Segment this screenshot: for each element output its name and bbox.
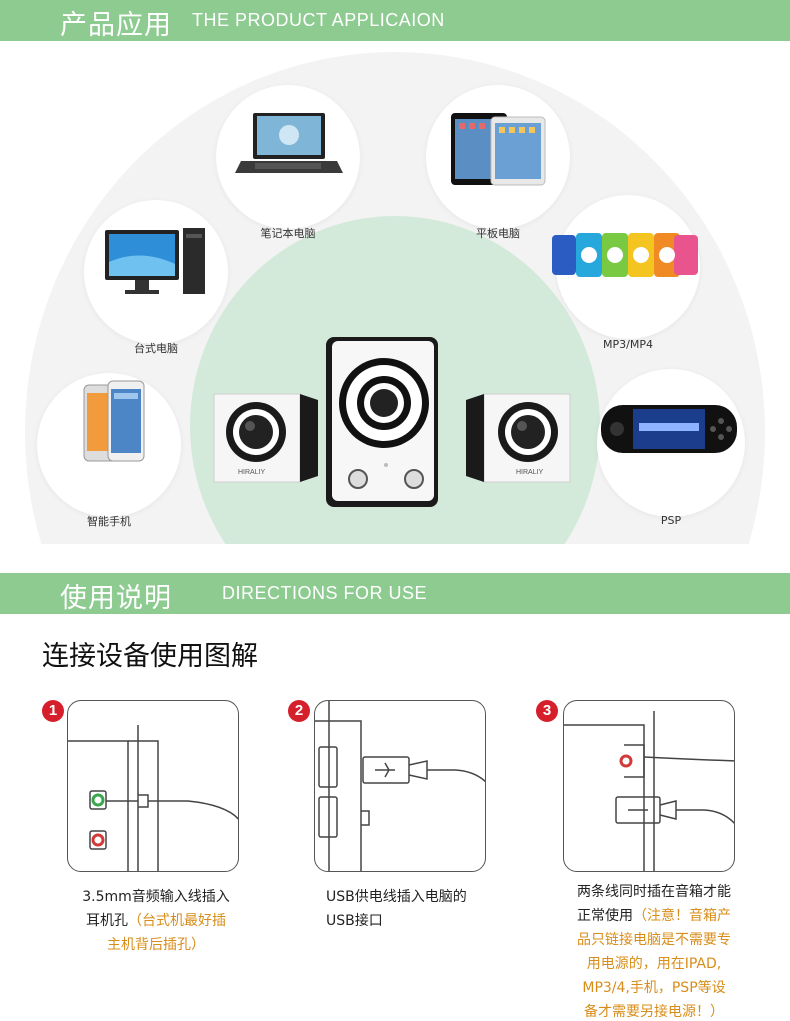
device-tablet: 平板电脑 — [426, 85, 570, 240]
step-3-line3: 品只链接电脑是不需要专 — [577, 932, 731, 948]
step-1-line2: 耳机孔（台式机最好插 — [56, 909, 256, 933]
section-title-cn: 使用说明 — [60, 583, 172, 614]
product-application-showcase: 笔记本电脑 平板电脑 台式电脑 — [0, 41, 790, 544]
dual-connection-diagram-icon — [564, 711, 734, 871]
step-1-line1: 3.5mm音频输入线插入 — [82, 889, 230, 905]
mp3-player-icon — [552, 233, 698, 277]
step-3-diagram — [563, 700, 735, 872]
device-label-mp3: MP3/MP4 — [603, 338, 653, 351]
device-phone: 智能手机 — [37, 373, 181, 528]
device-label-laptop: 笔记本电脑 — [260, 227, 316, 240]
product-application-banner: 产品应用 THE PRODUCT APPLICAION — [0, 0, 790, 41]
smartphone-icon — [83, 380, 145, 462]
device-label-desktop: 台式电脑 — [134, 342, 178, 355]
section-title-en: DIRECTIONS FOR USE — [222, 583, 428, 603]
directions-banner: 使用说明 DIRECTIONS FOR USE — [0, 573, 790, 614]
speaker-brand-left: HIRALIY — [238, 469, 266, 476]
step-3-badge: 3 — [536, 700, 558, 722]
device-label-psp: PSP — [660, 514, 682, 527]
step-2-line1: USB供电线插入电脑的 — [326, 889, 467, 905]
device-mp3: MP3/MP4 — [552, 195, 700, 351]
step-3-description: 两条线同时插在音箱才能 正常使用（注意！音箱产 品只链接电脑是不需要专 用电源的… — [556, 880, 752, 1021]
usb-port-diagram-icon — [315, 701, 485, 871]
device-psp: PSP — [597, 369, 745, 527]
step-3-line2a: 正常使用 — [577, 908, 633, 924]
speaker-brand-right: HIRALIY — [516, 469, 544, 476]
psp-console-icon — [601, 405, 737, 453]
step-2-line2: USB接口 — [326, 913, 383, 929]
step-3-line4: 用电源的，用在IPAD, — [586, 956, 722, 972]
device-label-tablet: 平板电脑 — [476, 227, 520, 240]
step-3-line2: 正常使用（注意！音箱产 — [556, 904, 752, 928]
step-3-line5: MP3/4,手机，PSP等设 — [582, 980, 726, 996]
step-1-badge: 1 — [42, 700, 64, 722]
subwoofer-speaker — [326, 337, 438, 507]
diagram-heading: 连接设备使用图解 — [42, 641, 258, 672]
step-2-diagram — [314, 700, 486, 872]
right-satellite-speaker — [466, 393, 571, 483]
desktop-icon — [105, 228, 205, 294]
left-satellite-speaker — [213, 393, 318, 483]
step-3-line2b: （注意！音箱产 — [633, 908, 731, 924]
device-label-phone: 智能手机 — [87, 515, 131, 528]
step-2-badge: 2 — [288, 700, 310, 722]
step-1-diagram — [67, 700, 239, 872]
step-3-line1: 两条线同时插在音箱才能 — [577, 884, 731, 900]
step-1-line2a: 耳机孔 — [86, 913, 128, 929]
section-title-cn: 产品应用 — [60, 10, 172, 41]
device-laptop: 笔记本电脑 — [216, 85, 360, 240]
step-1-description: 3.5mm音频输入线插入 耳机孔（台式机最好插 主机背后插孔） — [56, 885, 256, 957]
step-3-line6: 备才需要另接电源！） — [584, 1004, 724, 1020]
tablet-icon — [451, 113, 546, 186]
step-2-description: USB供电线插入电脑的 USB接口 — [326, 885, 496, 933]
laptop-icon — [235, 113, 343, 173]
step-1-line3: 主机背后插孔） — [107, 937, 205, 953]
device-desktop: 台式电脑 — [84, 200, 228, 355]
audio-jack-diagram-icon — [68, 725, 238, 871]
section-title-en: THE PRODUCT APPLICAION — [192, 10, 445, 30]
step-1-line2b: （台式机最好插 — [128, 913, 226, 929]
